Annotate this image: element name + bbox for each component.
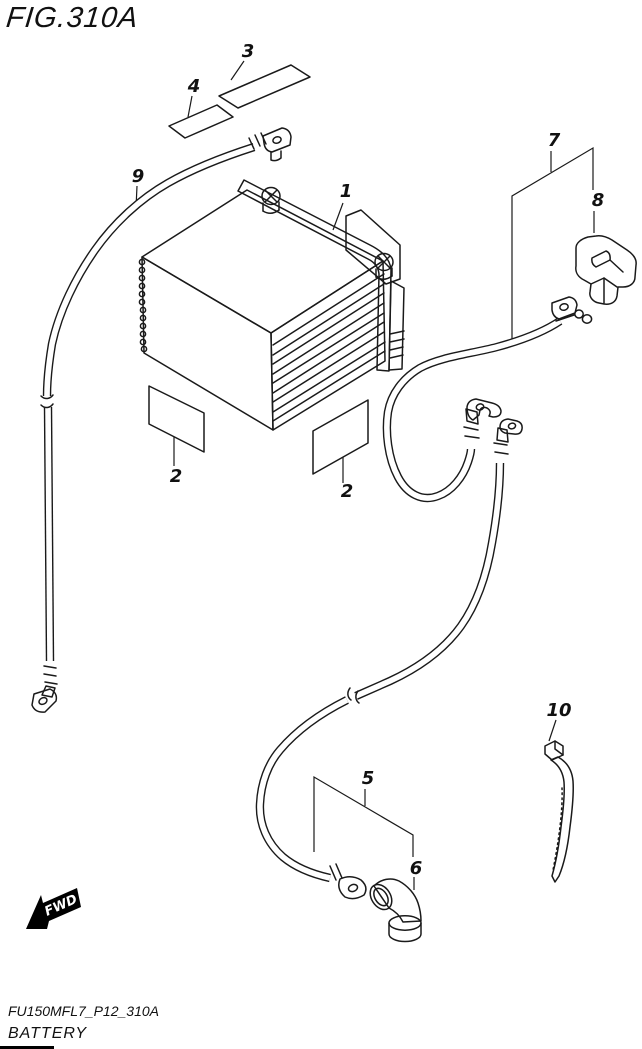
battery-right-face xyxy=(270,260,386,431)
cable-5-flag-terminal xyxy=(493,418,523,455)
figure-caption: BATTERY xyxy=(8,1025,88,1042)
page-corner-mark xyxy=(0,1046,54,1049)
callout-7-bracket xyxy=(511,146,594,340)
callout-3: 3 xyxy=(242,41,255,62)
callouts: 1 2 2 3 4 5 6 7 8 9 10 xyxy=(132,41,605,879)
callout-10-leader xyxy=(548,719,557,742)
battery-fins xyxy=(272,273,386,422)
elbow-boot-6 xyxy=(369,878,422,943)
callout-2-right: 2 xyxy=(341,481,354,502)
callout-10: 10 xyxy=(546,700,571,721)
battery-lid-plate xyxy=(345,209,401,285)
screw-rear xyxy=(374,252,394,280)
cable-tie-head xyxy=(544,740,564,761)
callout-3-leader xyxy=(230,60,245,81)
callout-7: 7 xyxy=(548,130,561,151)
battery xyxy=(138,179,405,431)
cable-tie-strap xyxy=(550,756,574,883)
cable-5 xyxy=(255,418,523,900)
cable-9-top-terminal xyxy=(248,127,292,162)
battery-holder-rail xyxy=(237,179,392,372)
callout-6: 6 xyxy=(410,858,423,879)
callout-8: 8 xyxy=(592,190,605,211)
callout-1: 1 xyxy=(340,181,353,202)
callout-4: 4 xyxy=(187,76,201,97)
leader-lines xyxy=(135,60,595,890)
boot-flange xyxy=(388,922,422,943)
cable-7-hook-terminal xyxy=(463,398,502,439)
screw-front xyxy=(261,186,281,214)
cable-7 xyxy=(382,296,593,503)
cable-5-ring-terminal xyxy=(329,863,367,900)
sticker-4 xyxy=(168,104,234,139)
fwd-arrow: FWD xyxy=(26,888,81,929)
callout-2-left: 2 xyxy=(170,466,183,487)
battery-side-plate-fins xyxy=(389,330,405,359)
cable-9 xyxy=(31,127,292,713)
sticker-2-left xyxy=(148,385,205,453)
cable-7-post-terminal xyxy=(551,296,593,324)
cable-5-break xyxy=(347,687,360,704)
battery-cell-scallops xyxy=(138,258,148,353)
drawing-code: FU150MFL7_P12_310A xyxy=(8,1003,159,1019)
callout-4-leader xyxy=(187,95,193,118)
callout-9: 9 xyxy=(132,166,145,187)
callout-1-leader xyxy=(332,202,344,231)
terminal-cover-8 xyxy=(575,235,637,305)
battery-left-face xyxy=(141,256,274,431)
callout-5: 5 xyxy=(362,768,375,789)
sticker-3 xyxy=(218,64,311,109)
cable-9-break xyxy=(40,394,54,409)
cable-9-bottom-terminal xyxy=(31,665,58,713)
cable-tie-10 xyxy=(544,740,574,883)
callout-5-bracket xyxy=(313,775,414,857)
sticker-2-right xyxy=(312,399,369,475)
